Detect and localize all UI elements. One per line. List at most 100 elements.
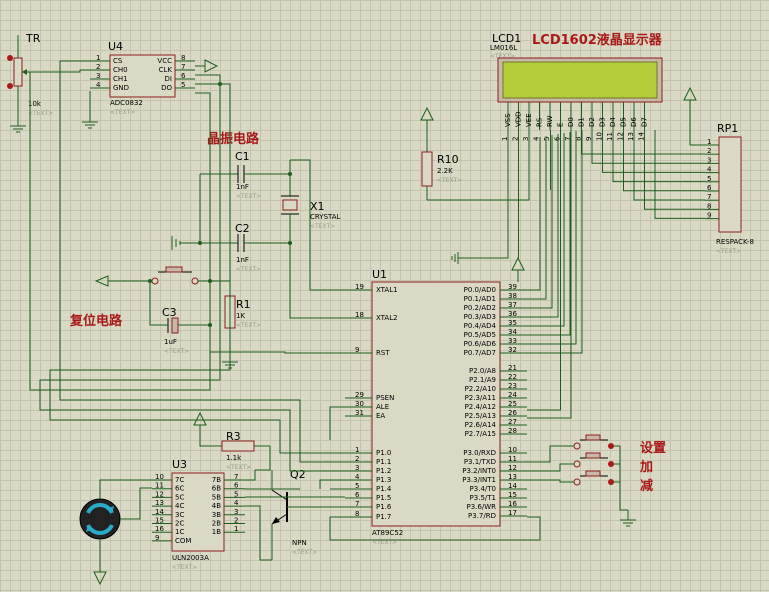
- lcd-pin-number: 14: [638, 132, 646, 141]
- u1-pin-number: 10: [508, 446, 517, 454]
- u1-pin-label: EA: [376, 412, 385, 420]
- u1-pin-label: P1.2: [376, 467, 391, 475]
- lcd-pin-label: D7: [641, 117, 649, 127]
- u3-pin-label: 2C: [175, 520, 184, 528]
- lcd-pin-number: 3: [522, 137, 530, 141]
- capacitor-c2[interactable]: C2 1nF <TEXT>: [180, 222, 290, 273]
- u3-pin-number: 14: [155, 508, 164, 516]
- probe-dot-icon: [7, 83, 13, 89]
- power-terminal-icon: [683, 86, 697, 101]
- u1-pin-label: P0.5/AD5: [464, 331, 496, 339]
- resistor-r10[interactable]: R10 2.2K <TEXT>: [420, 106, 462, 200]
- potentiometer-tr[interactable]: TR 10k <TEXT>: [7, 32, 53, 133]
- r3-value: 1.1k: [226, 454, 242, 462]
- minus-button-annotation: 减: [640, 478, 653, 494]
- r10-text: <TEXT>: [437, 177, 462, 184]
- lcd-pin-number: 13: [627, 132, 635, 141]
- rp1-pin-number: 9: [707, 212, 711, 220]
- u4-pin-number: 5: [181, 81, 185, 89]
- lcd-pin-label: VEE: [525, 113, 533, 127]
- u3-pin-number: 9: [155, 534, 159, 542]
- power-terminal-icon: [420, 106, 434, 121]
- ground-icon: [620, 519, 636, 527]
- u1-pin-number: 1: [355, 446, 359, 454]
- u3-pin-number: 5: [234, 490, 238, 498]
- lcd-lm016l[interactable]: LCD1 LM016L <TEXT> VSS1VDD2VEE3RS4RW5E6D…: [490, 32, 663, 141]
- transistor-q2[interactable]: Q2 NPN <TEXT>: [271, 468, 317, 556]
- r10-value: 2.2K: [437, 167, 453, 175]
- plus-button[interactable]: [573, 452, 614, 468]
- u1-pin-label: P1.0: [376, 449, 391, 457]
- u1-pin-number: 14: [508, 482, 517, 490]
- u1-pin-label: P0.2/AD2: [464, 304, 496, 312]
- u1-pin-number: 13: [508, 473, 517, 481]
- lcd-text: <TEXT>: [490, 53, 515, 60]
- u4-pin-number: 7: [181, 63, 185, 71]
- lcd-pin-label: D2: [588, 117, 596, 127]
- rp1-pin-number: 5: [707, 175, 711, 183]
- u3-pin-label: 4C: [175, 502, 184, 510]
- u3-pin-label: 5B: [212, 493, 221, 501]
- stepper-motor[interactable]: [79, 498, 121, 540]
- u1-pin-label: P3.2/INT0: [462, 467, 496, 475]
- u1-pin-number: 35: [508, 319, 517, 327]
- ground-icon: [10, 125, 26, 133]
- lcd-pin-number: 1: [501, 137, 509, 141]
- tr-text: <TEXT>: [28, 110, 53, 117]
- u3-pin-label: 7C: [175, 476, 184, 484]
- capacitor-c1[interactable]: C1 1nF <TEXT>: [200, 150, 290, 200]
- minus-button[interactable]: [573, 470, 614, 486]
- u1-pin-number: 38: [508, 292, 517, 300]
- capacitor-c3[interactable]: C3 1uF <TEXT>: [162, 306, 210, 355]
- u1-pin-label: P1.6: [376, 503, 392, 511]
- crystal-x1[interactable]: X1 CRYSTAL <TEXT>: [281, 160, 341, 243]
- u1-pin-label: P3.6/WR: [467, 503, 497, 511]
- c2-value: 1nF: [236, 256, 249, 264]
- u1-pin-label: P1.4: [376, 485, 392, 493]
- c1-ref: C1: [235, 150, 250, 163]
- u1-pin-number: 21: [508, 364, 517, 372]
- u1-pin-label: P2.7/A15: [465, 430, 496, 438]
- u3-pin-number: 10: [155, 473, 164, 481]
- u1-pin-number: 2: [355, 455, 359, 463]
- reset-button[interactable]: [151, 266, 199, 285]
- u3-pin-label: 3C: [175, 511, 184, 519]
- u4-pin-label: CLK: [159, 66, 173, 74]
- set-button[interactable]: [573, 434, 614, 450]
- c3-ref: C3: [162, 306, 177, 319]
- u1-pin-label: P3.0/RXD: [463, 449, 496, 457]
- u3-pin-number: 15: [155, 517, 164, 525]
- u4-pin-label: DO: [161, 84, 172, 92]
- power-terminal-icon: [511, 256, 525, 271]
- u4-pin-number: 1: [96, 54, 100, 62]
- reset-circuit-annotation: 复位电路: [69, 313, 123, 329]
- lcd-pin-label: D6: [630, 117, 638, 127]
- u1-part: AT89C52: [372, 529, 403, 537]
- u1-pin-label: P2.6/A14: [465, 421, 497, 429]
- u3-pin-number: 1: [234, 525, 238, 533]
- c1-text: <TEXT>: [236, 193, 261, 200]
- u1-pin-number: 26: [508, 409, 517, 417]
- u4-pin-label: GND: [113, 84, 129, 92]
- rp1-part: RESPACK-8: [716, 238, 754, 246]
- u3-pin-number: 2: [234, 517, 238, 525]
- u1-pin-number: 6: [355, 491, 360, 499]
- u1-pin-number: 39: [508, 283, 517, 291]
- u1-pin-number: 29: [355, 391, 364, 399]
- resistor-r3[interactable]: R3 1.1k <TEXT>: [199, 425, 270, 471]
- rp1-text: <TEXT>: [716, 248, 741, 255]
- u1-pin-label: PSEN: [376, 394, 394, 402]
- u1-pin-label: RST: [376, 349, 390, 357]
- u4-pin-label: CH1: [113, 75, 128, 83]
- r1-value: 1K: [236, 312, 245, 320]
- lcd-pin-label: VSS: [504, 113, 512, 127]
- wiper-arrow-icon: [22, 69, 27, 75]
- u1-pin-number: 28: [508, 427, 517, 435]
- u1-pin-number: 31: [355, 409, 364, 417]
- u4-pin-number: 4: [96, 81, 101, 89]
